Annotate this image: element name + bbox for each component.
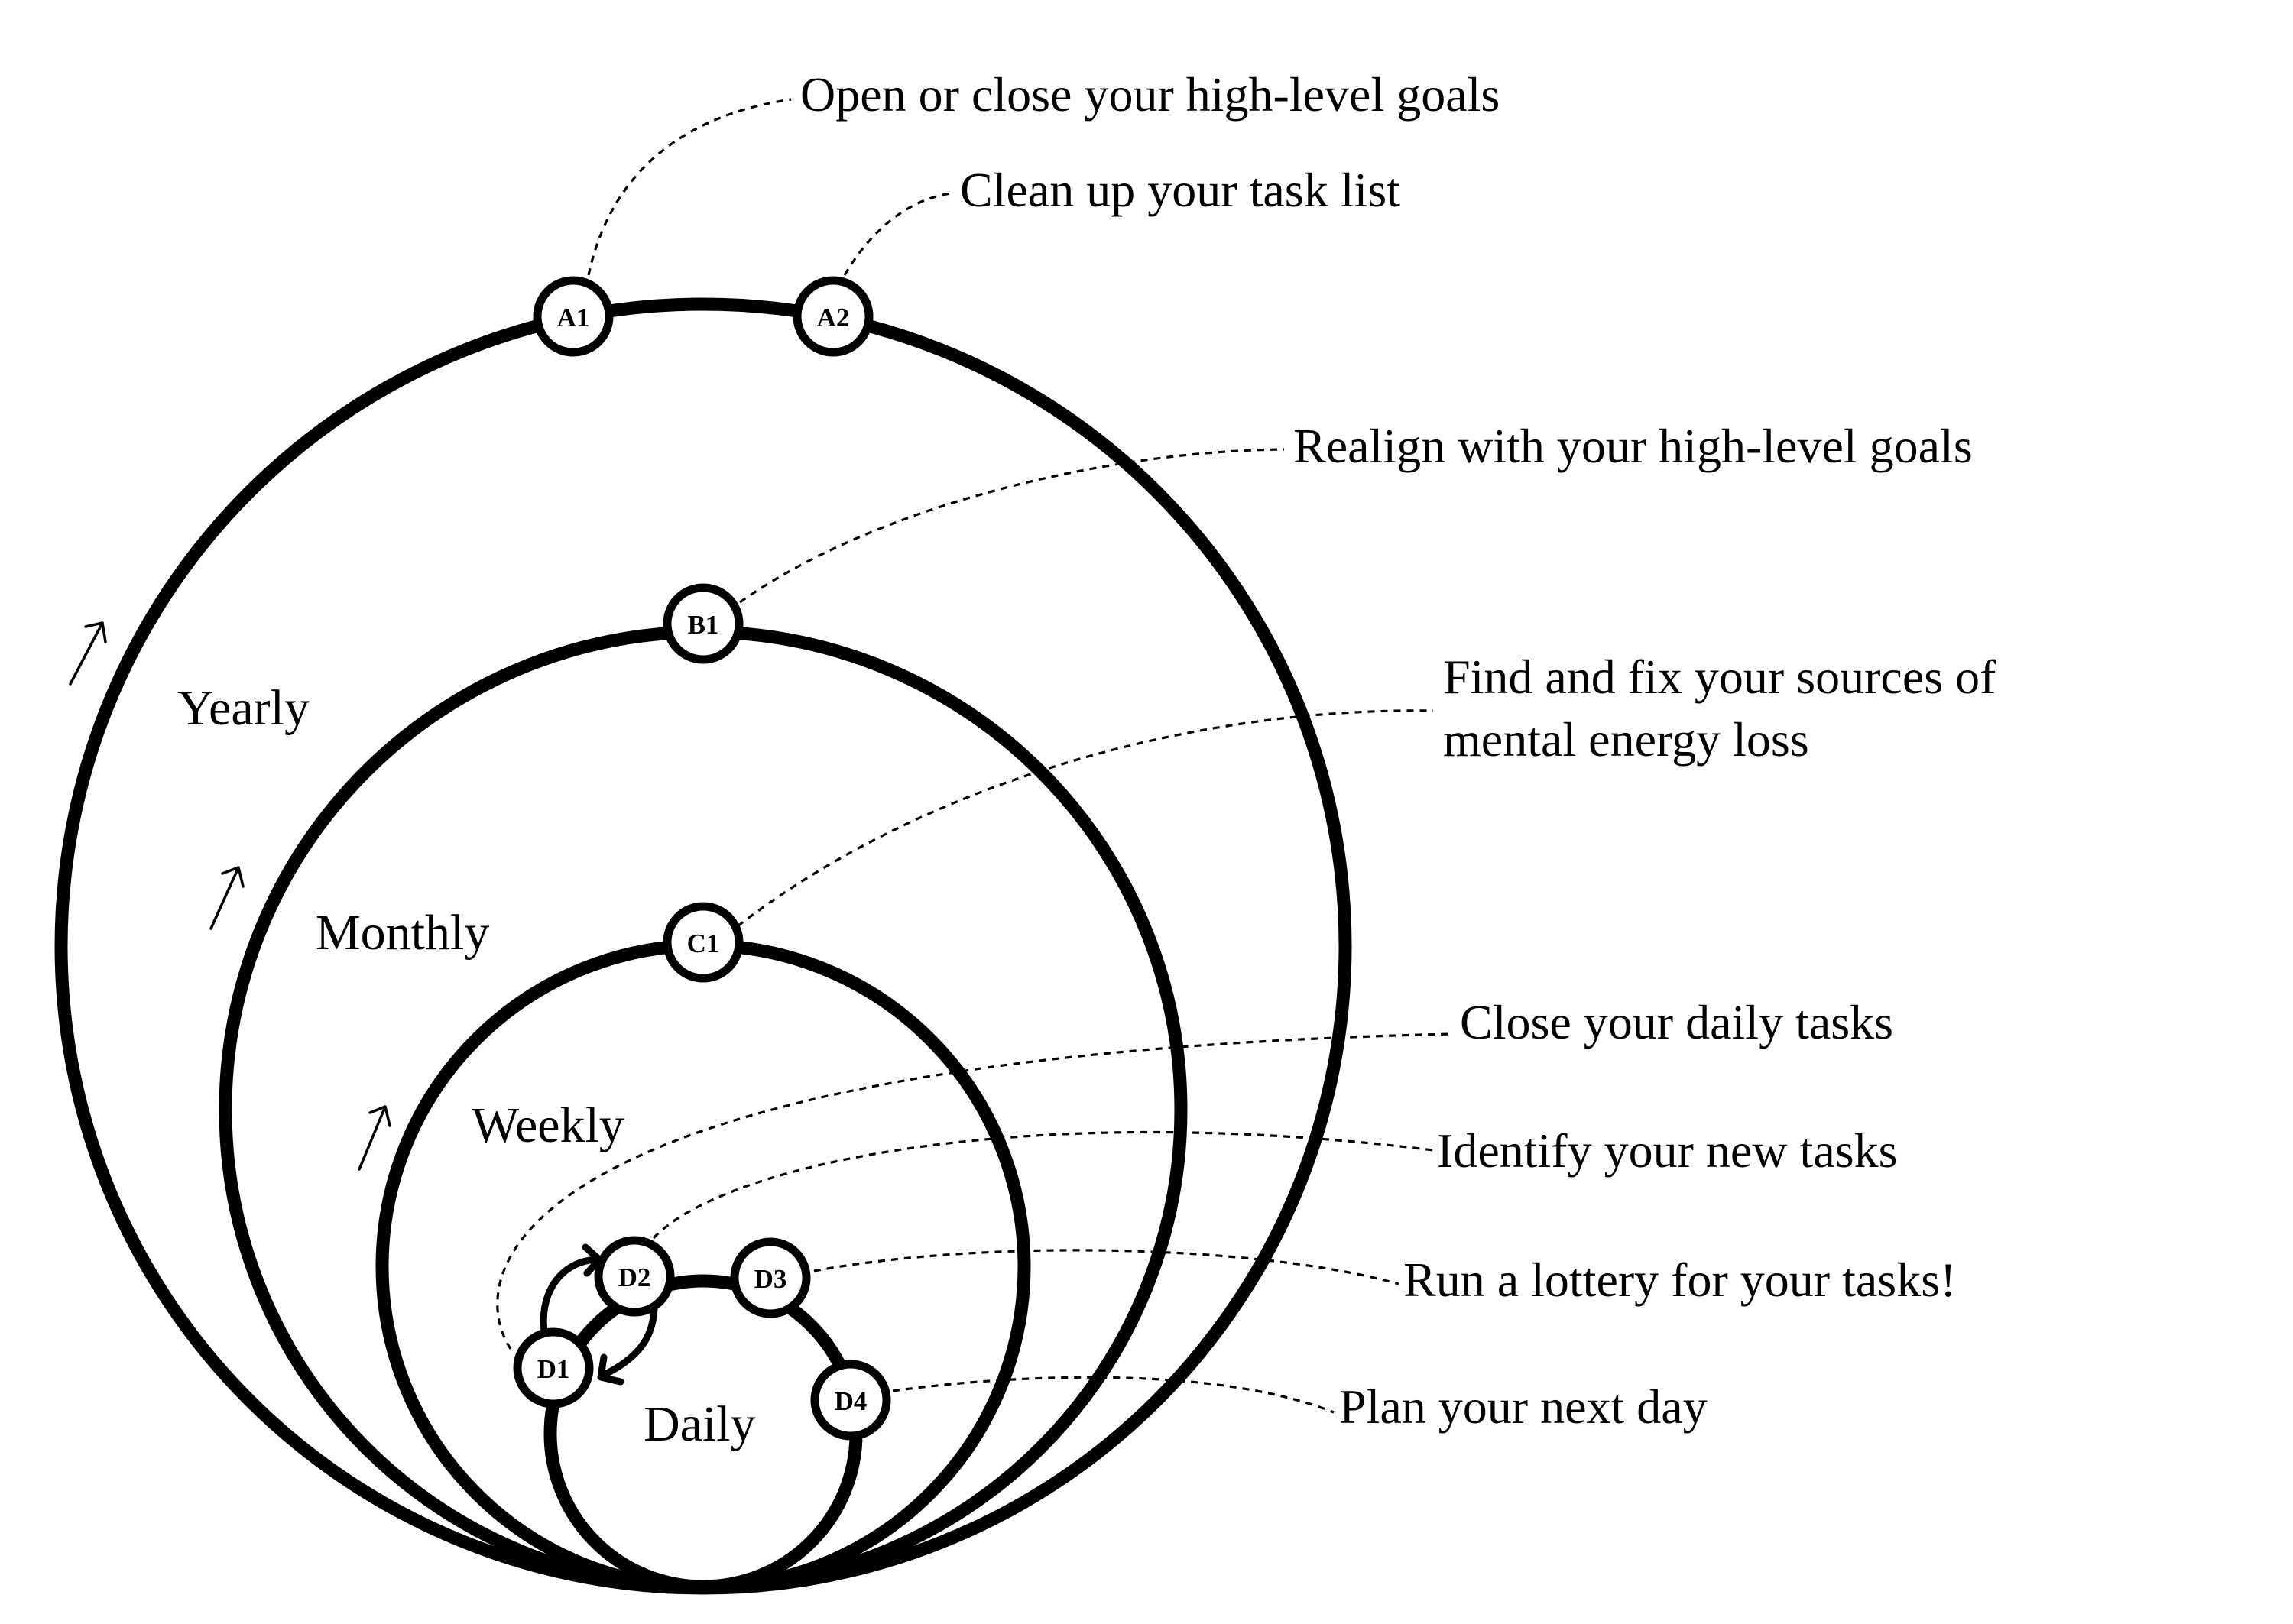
node-d2-label: D2 xyxy=(618,1263,651,1292)
callout-c1-line1: Find and fix your sources of xyxy=(1443,650,1996,704)
node-a2-label: A2 xyxy=(817,303,850,332)
leader-a1 xyxy=(587,98,792,276)
node-d2: D2 xyxy=(594,1236,675,1317)
callout-d4: Plan your next day xyxy=(1339,1379,1708,1434)
node-a1: A1 xyxy=(533,276,614,357)
callout-a2: Clean up your task list xyxy=(960,163,1400,217)
node-d1: D1 xyxy=(513,1327,594,1408)
node-d4: D4 xyxy=(810,1360,891,1441)
node-c1-label: C1 xyxy=(687,929,720,958)
node-d3: D3 xyxy=(730,1237,811,1318)
weekly-label: Weekly xyxy=(472,1097,624,1153)
d2-d1-return-arrowhead xyxy=(597,1353,624,1386)
node-c1: C1 xyxy=(663,902,744,983)
weekly-ring xyxy=(375,938,1031,1594)
node-a2: A2 xyxy=(793,276,874,357)
leader-d4 xyxy=(892,1376,1335,1414)
callout-d1: Close your daily tasks xyxy=(1460,995,1893,1049)
callout-c1-line2: mental energy loss xyxy=(1443,712,1809,767)
leader-b1 xyxy=(739,448,1285,604)
callout-b1: Realign with your high-level goals xyxy=(1293,419,1973,473)
node-b1-label: B1 xyxy=(688,610,719,640)
callout-d3: Run a lottery for your tasks! xyxy=(1403,1253,1956,1307)
daily-label: Daily xyxy=(644,1396,756,1452)
node-b1: B1 xyxy=(663,583,744,664)
yearly-arrow-icon xyxy=(69,621,107,686)
monthly-label: Monthly xyxy=(316,905,489,961)
yearly-label: Yearly xyxy=(177,680,310,736)
leader-a2 xyxy=(843,192,952,276)
node-a1-label: A1 xyxy=(557,303,590,332)
monthly-arrow-icon xyxy=(209,866,245,930)
node-d3-label: D3 xyxy=(754,1264,787,1294)
leader-d2 xyxy=(652,1130,1434,1240)
weekly-arrow-icon xyxy=(358,1105,391,1171)
node-d4-label: D4 xyxy=(835,1386,868,1416)
callout-d2: Identify your new tasks xyxy=(1437,1123,1898,1178)
node-d1-label: D1 xyxy=(537,1354,570,1384)
leader-d3 xyxy=(813,1249,1399,1285)
callout-a1: Open or close your high-level goals xyxy=(800,67,1500,122)
